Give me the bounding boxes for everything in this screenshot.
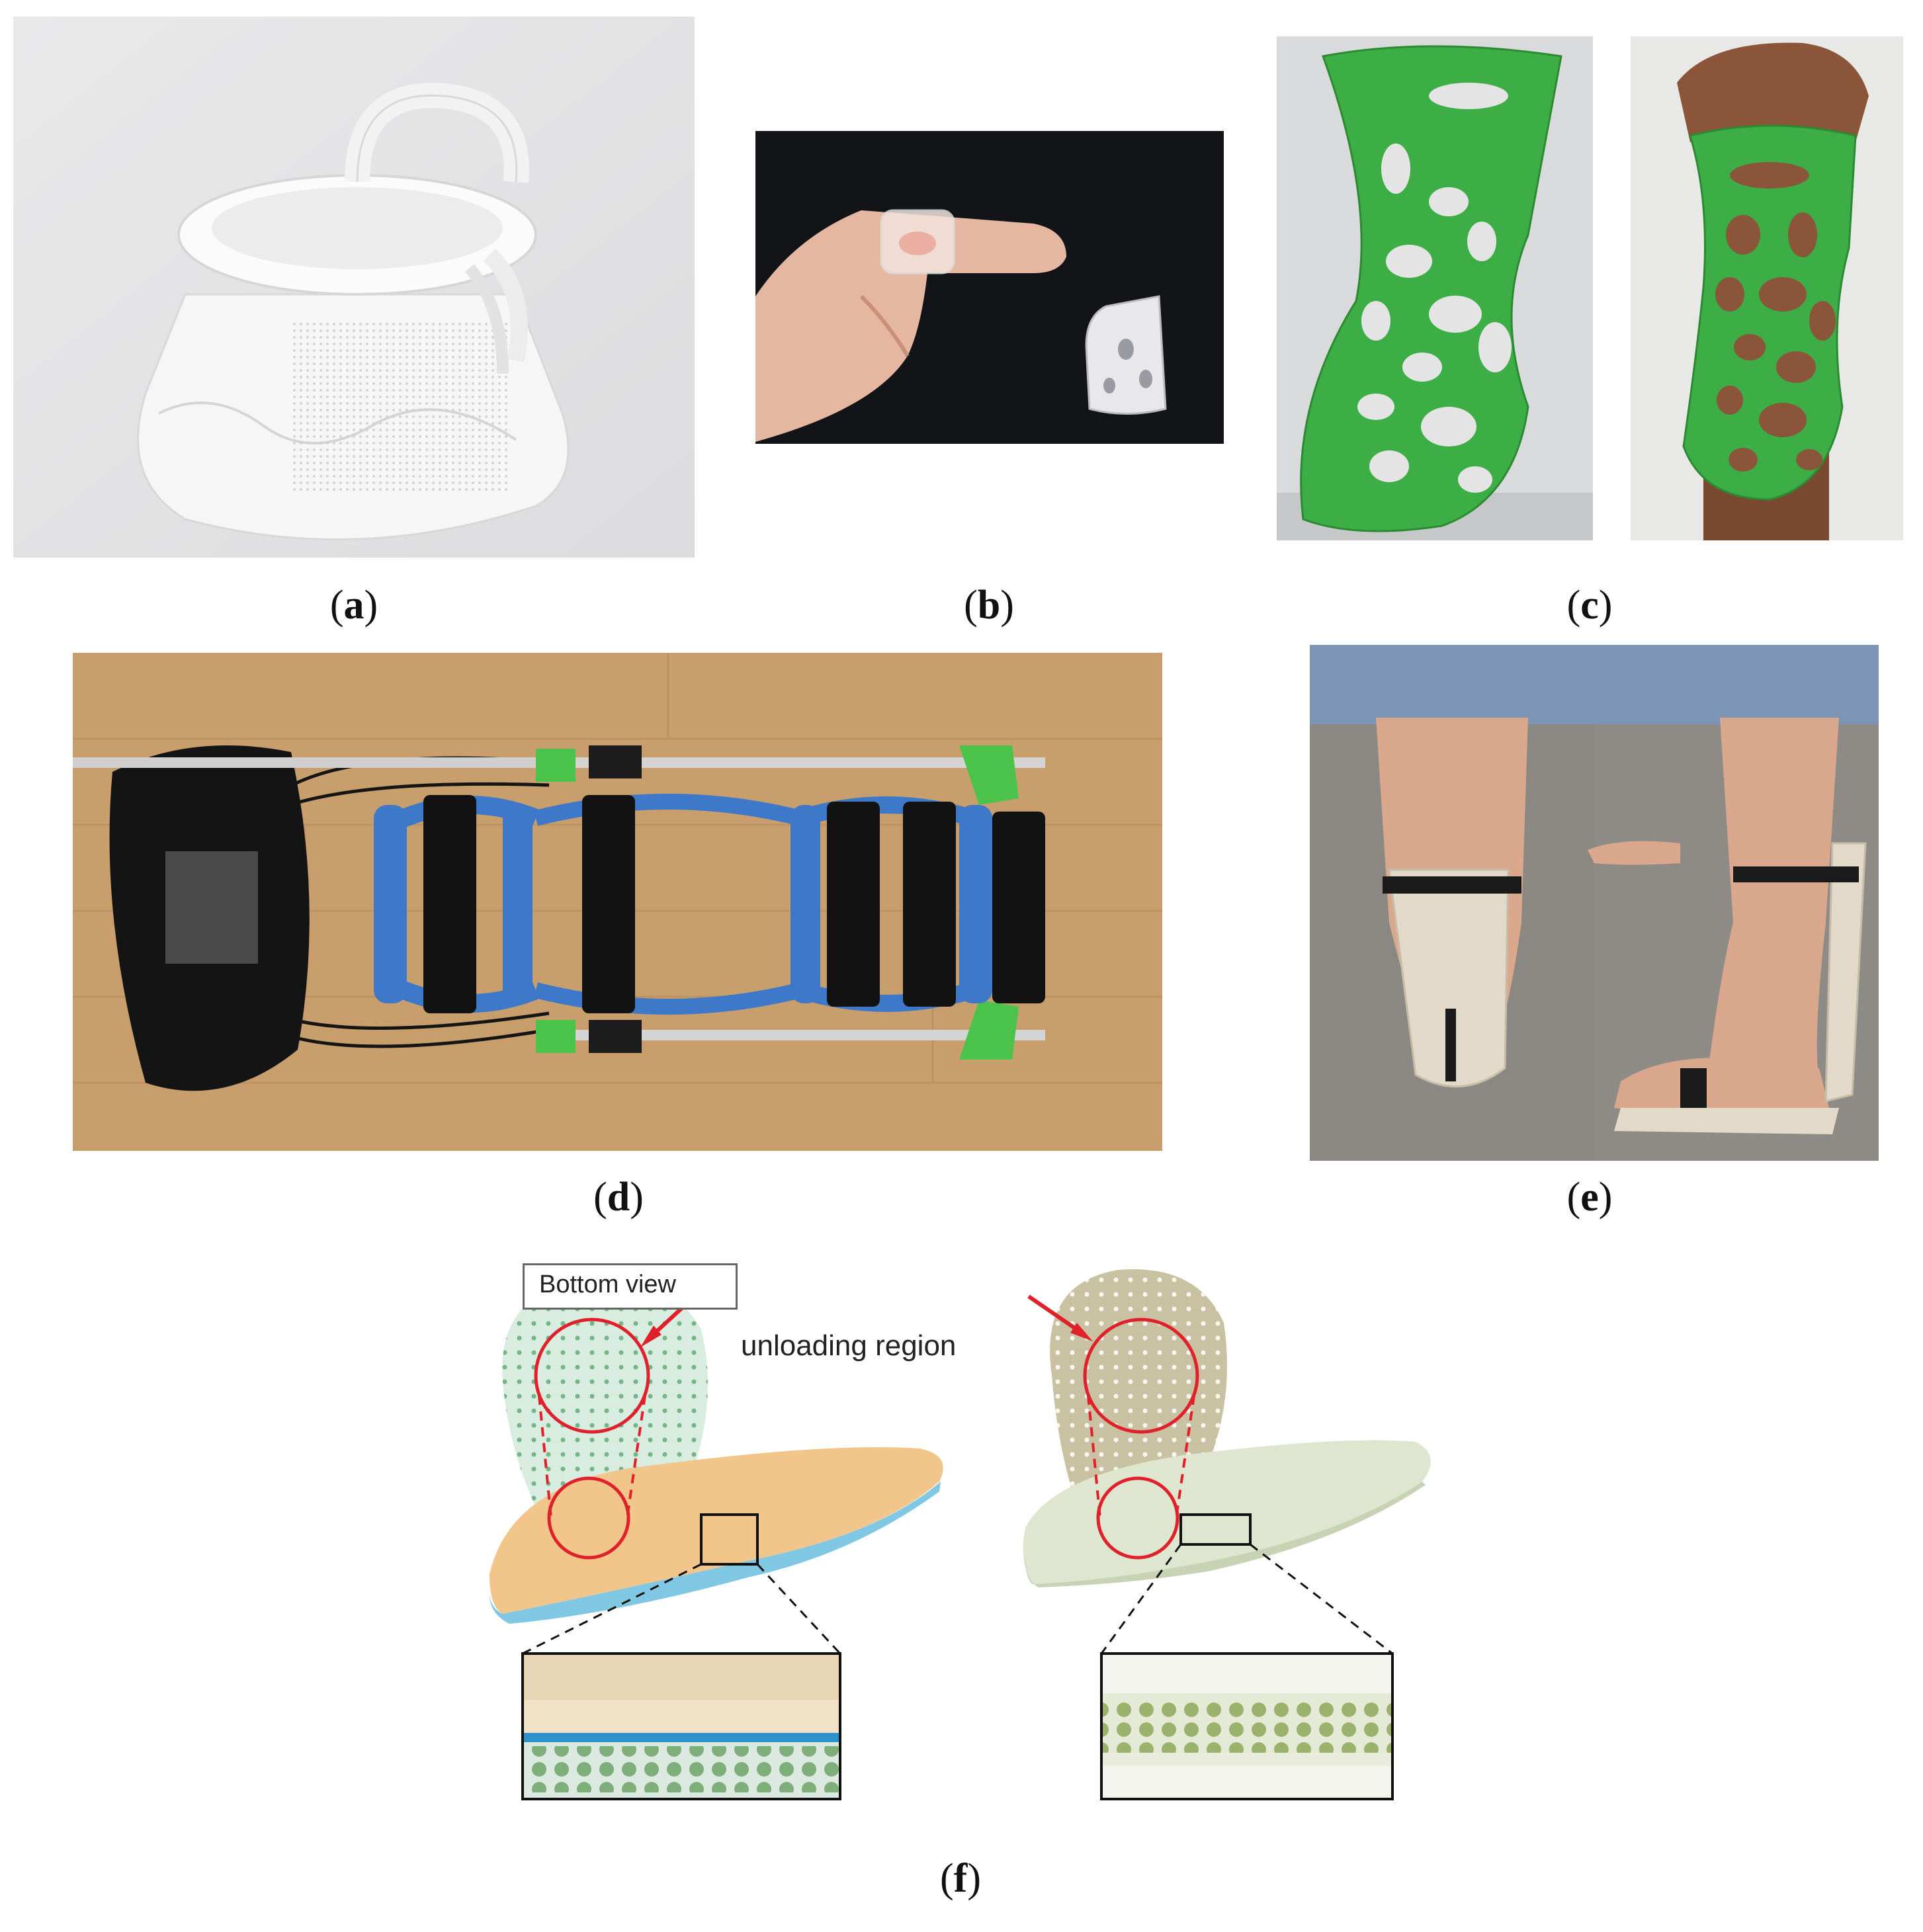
caption-b: (b) (964, 583, 1014, 628)
panel-d-photo (73, 653, 1162, 1151)
caption-a: (a) (329, 583, 378, 628)
bottom-view-label: Bottom view (523, 1263, 738, 1310)
panel-e-photo (1310, 645, 1879, 1161)
panel-c-left-photo (1277, 36, 1593, 540)
panel-a-photo (13, 17, 695, 558)
caption-e: (e) (1566, 1175, 1613, 1220)
panel-c-right-photo (1631, 36, 1903, 540)
unloading-region-label: unloading region (741, 1329, 957, 1362)
panel-b-photo (755, 131, 1224, 444)
panel-f-figure (483, 1243, 1435, 1812)
caption-c: (c) (1566, 583, 1613, 628)
caption-f: (f) (940, 1856, 981, 1901)
caption-d: (d) (593, 1175, 644, 1220)
